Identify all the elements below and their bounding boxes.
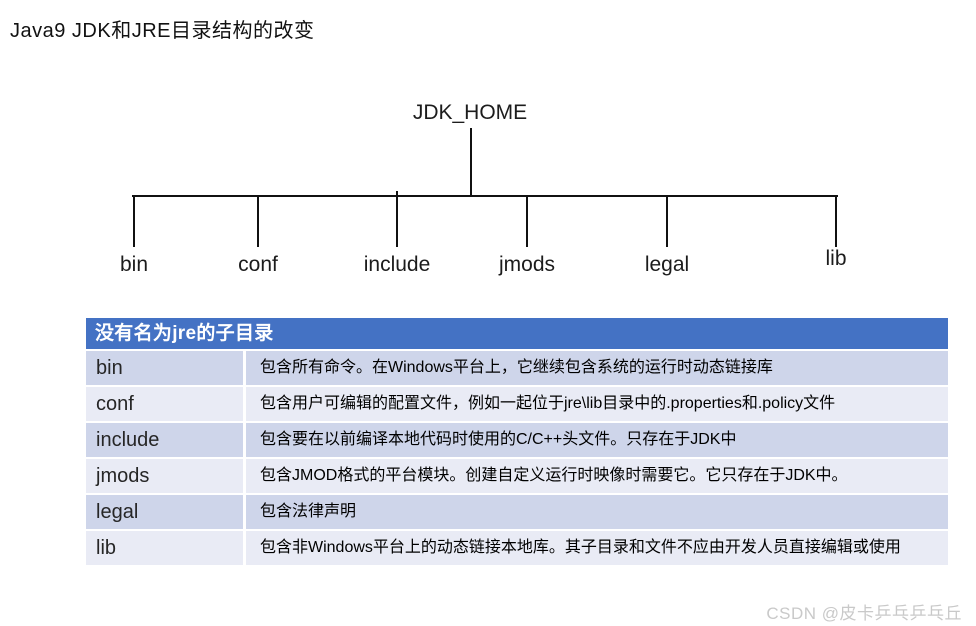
desc-cell: 包含非Windows平台上的动态链接本地库。其子目录和文件不应由开发人员直接编辑… bbox=[246, 531, 948, 565]
tree-node-lib: lib bbox=[825, 247, 847, 270]
dir-cell: include bbox=[86, 423, 246, 457]
desc-cell: 包含用户可编辑的配置文件，例如一起位于jre\lib目录中的.propertie… bbox=[246, 387, 948, 421]
tree-branch-line-include bbox=[396, 197, 398, 247]
table-row: bin 包含所有命令。在Windows平台上，它继续包含系统的运行时动态链接库 bbox=[86, 349, 948, 385]
jdk-directory-tree: JDK_HOME bin conf include jmods legal li… bbox=[0, 0, 976, 300]
desc-text: 包含用户可编辑的配置文件，例如一起位于jre\lib目录中的.propertie… bbox=[260, 395, 836, 412]
table-row: lib 包含非Windows平台上的动态链接本地库。其子目录和文件不应由开发人员… bbox=[86, 529, 948, 565]
tree-node-bin: bin bbox=[119, 253, 149, 276]
directory-description-table: 没有名为jre的子目录 bin 包含所有命令。在Windows平台上，它继续包含… bbox=[86, 318, 948, 565]
desc-cell: 包含JMOD格式的平台模块。创建自定义运行时映像时需要它。它只存在于JDK中。 bbox=[246, 459, 948, 493]
tree-crossbar-line bbox=[132, 195, 838, 197]
tree-node-conf: conf bbox=[238, 253, 278, 276]
tree-branch-line-jmods bbox=[526, 197, 528, 247]
desc-text: 包含JMOD格式的平台模块。创建自定义运行时映像时需要它。它只存在于JDK中。 bbox=[260, 467, 848, 484]
desc-cell: 包含要在以前编译本地代码时使用的C/C++头文件。只存在于JDK中 bbox=[246, 423, 948, 457]
tree-branch-line-legal bbox=[666, 197, 668, 247]
dir-cell: bin bbox=[86, 351, 246, 385]
table-row: jmods 包含JMOD格式的平台模块。创建自定义运行时映像时需要它。它只存在于… bbox=[86, 457, 948, 493]
dir-cell: legal bbox=[86, 495, 246, 529]
table-header: 没有名为jre的子目录 bbox=[86, 318, 948, 349]
csdn-watermark: CSDN @皮卡乒乓乒乓丘 bbox=[766, 604, 962, 623]
dir-cell: jmods bbox=[86, 459, 246, 493]
desc-cell: 包含所有命令。在Windows平台上，它继续包含系统的运行时动态链接库 bbox=[246, 351, 948, 385]
desc-text: 包含所有命令。在Windows平台上，它继续包含系统的运行时动态链接库 bbox=[260, 359, 773, 376]
tree-node-legal: legal bbox=[644, 253, 690, 276]
tree-node-jdk-home: JDK_HOME bbox=[412, 101, 528, 124]
tree-node-include: include bbox=[363, 253, 431, 276]
desc-text: 包含法律声明 bbox=[260, 503, 357, 520]
tree-branch-line-lib bbox=[835, 197, 837, 247]
desc-text: 包含非Windows平台上的动态链接本地库。其子目录和文件不应由开发人员直接编辑… bbox=[260, 539, 901, 556]
tree-connector-line bbox=[396, 191, 398, 195]
table-row: conf 包含用户可编辑的配置文件，例如一起位于jre\lib目录中的.prop… bbox=[86, 385, 948, 421]
desc-cell: 包含法律声明 bbox=[246, 495, 948, 529]
dir-cell: lib bbox=[86, 531, 246, 565]
table-row: include 包含要在以前编译本地代码时使用的C/C++头文件。只存在于JDK… bbox=[86, 421, 948, 457]
page-title: Java9 JDK和JRE目录结构的改变 bbox=[10, 20, 315, 42]
desc-text: 包含要在以前编译本地代码时使用的C/C++头文件。只存在于JDK中 bbox=[260, 431, 737, 448]
table-row: legal 包含法律声明 bbox=[86, 493, 948, 529]
tree-root-connector-line bbox=[470, 128, 472, 195]
tree-branch-line-bin bbox=[133, 197, 135, 247]
tree-node-jmods: jmods bbox=[498, 253, 556, 276]
dir-cell: conf bbox=[86, 387, 246, 421]
tree-branch-line-conf bbox=[257, 197, 259, 247]
